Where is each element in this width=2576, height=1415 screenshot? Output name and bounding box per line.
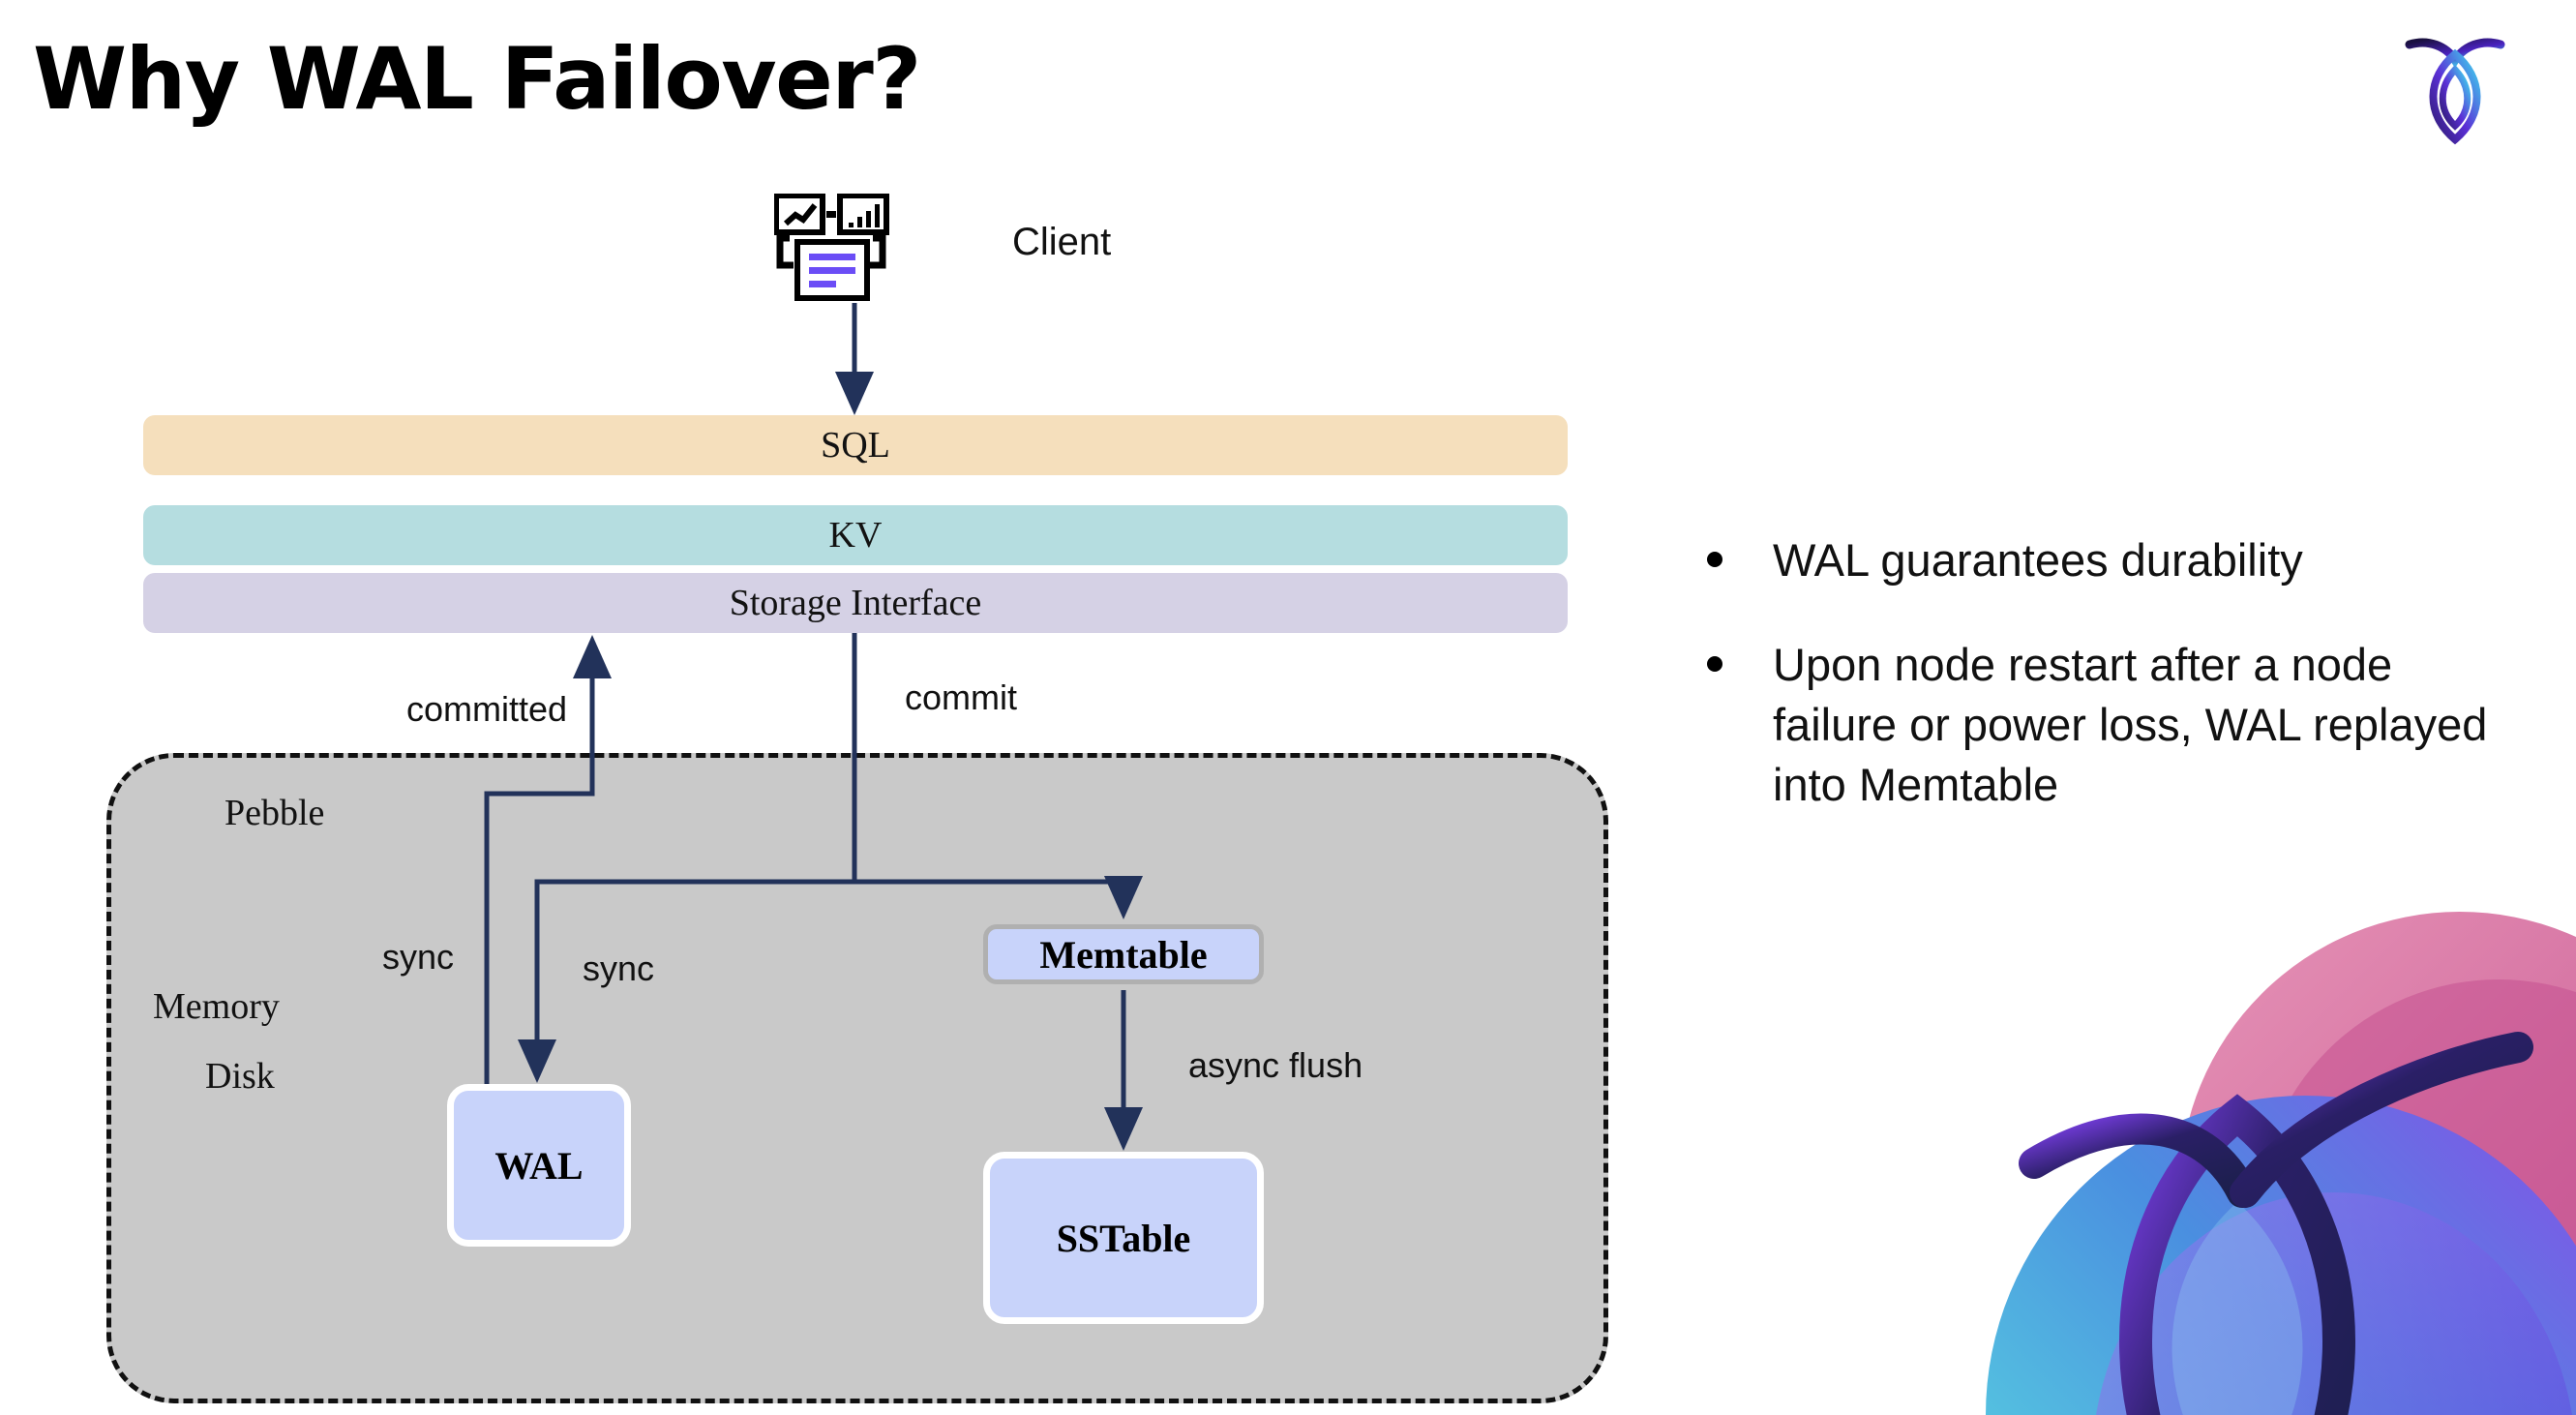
node-memtable: Memtable <box>983 924 1264 984</box>
layer-storage-label: Storage Interface <box>729 583 982 623</box>
edge-label-committed: committed <box>406 689 568 729</box>
bullet-dot-icon <box>1707 656 1722 673</box>
bullet-text: Upon node restart after a node failure o… <box>1773 639 2488 811</box>
edge-label-sync-right: sync <box>583 948 655 988</box>
edge-label-commit: commit <box>905 677 1017 717</box>
layer-bar-storage-interface: Storage Interface <box>143 573 1568 633</box>
node-memtable-label: Memtable <box>1039 932 1208 977</box>
layer-sql-label: SQL <box>821 425 890 466</box>
client-dashboard-icon <box>773 193 929 310</box>
node-wal-label: WAL <box>494 1143 584 1188</box>
pebble-container <box>106 753 1608 1403</box>
node-sstable: SSTable <box>983 1152 1264 1324</box>
cockroach-leaf-logo-icon <box>2402 29 2508 145</box>
layer-kv-label: KV <box>828 515 883 556</box>
list-item: WAL guarantees durability <box>1707 530 2501 590</box>
cockroach-leaf-watermark-icon <box>1918 873 2576 1415</box>
edge-label-sync-left: sync <box>382 937 455 977</box>
list-item: Upon node restart after a node failure o… <box>1707 635 2501 815</box>
memory-label: Memory <box>153 986 280 1027</box>
edge-label-async-flush: async flush <box>1188 1045 1363 1085</box>
bullet-list: WAL guarantees durability Upon node rest… <box>1707 530 2501 859</box>
layer-bar-sql: SQL <box>143 415 1568 475</box>
bullet-text: WAL guarantees durability <box>1773 534 2303 586</box>
client-label: Client <box>1012 221 1112 263</box>
pebble-label: Pebble <box>225 793 325 833</box>
disk-label: Disk <box>205 1056 275 1097</box>
page-title: Why WAL Failover? <box>33 29 921 129</box>
layer-bar-kv: KV <box>143 505 1568 565</box>
node-wal: WAL <box>447 1084 631 1247</box>
bullet-dot-icon <box>1707 552 1722 567</box>
node-sstable-label: SSTable <box>1056 1216 1191 1260</box>
